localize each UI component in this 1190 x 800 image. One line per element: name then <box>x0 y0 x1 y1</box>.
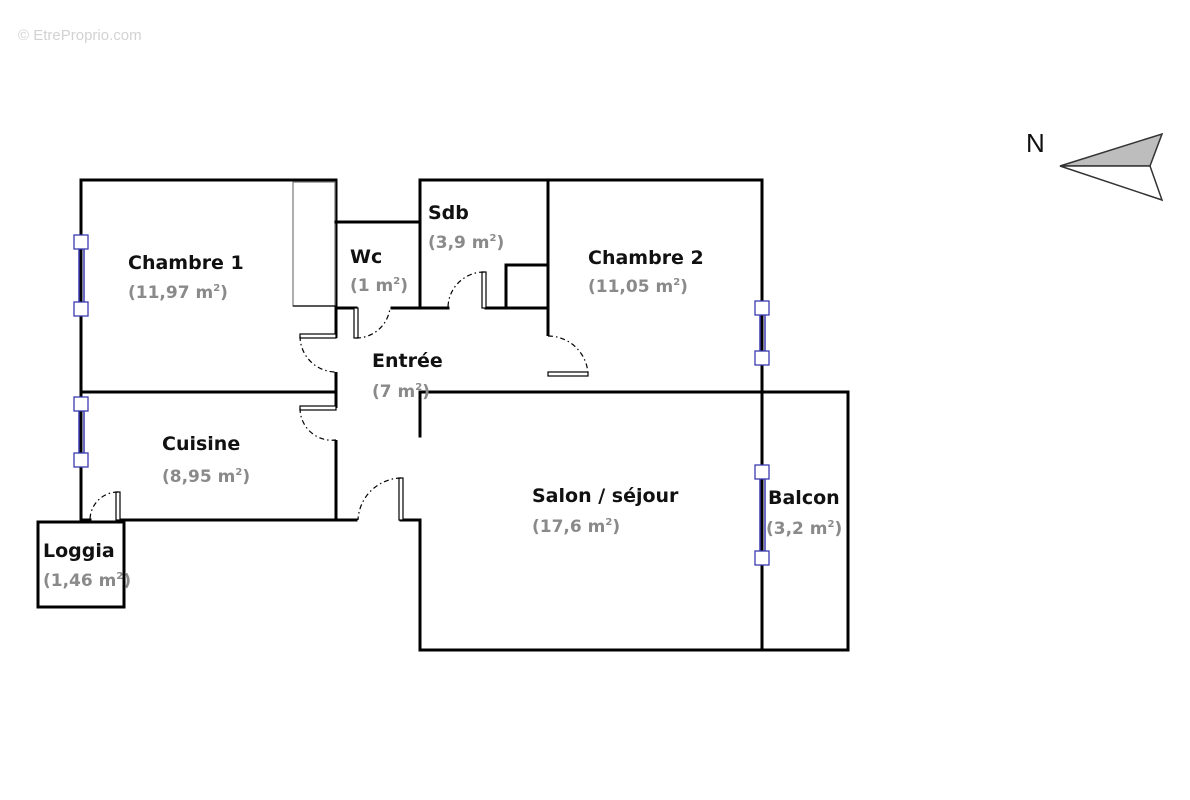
room-cuisine: Cuisine (8,95 m2) <box>162 433 250 487</box>
window-frame <box>754 350 770 366</box>
window-frame <box>73 396 89 412</box>
door-swing <box>299 407 337 441</box>
room-area: (7 m2) <box>372 382 430 402</box>
window-frame <box>73 301 89 317</box>
room-name: Chambre 2 <box>588 247 704 269</box>
door-swing <box>547 335 589 375</box>
north-label: N <box>1026 128 1045 158</box>
room-wc: Wc (1 m2) <box>350 246 408 296</box>
door-swing <box>355 307 391 339</box>
window-frame <box>73 452 89 468</box>
door-leaf <box>115 491 121 521</box>
room-name: Salon / séjour <box>532 485 679 507</box>
walls <box>36 178 850 652</box>
room-area: (11,97 m2) <box>128 283 228 303</box>
windows <box>73 234 770 566</box>
door-leaf <box>299 333 337 339</box>
room-salon: Salon / séjour (17,6 m2) <box>532 485 679 537</box>
room-name: Entrée <box>372 350 443 372</box>
room-name: Wc <box>350 246 382 268</box>
room-sdb: Sdb (3,9 m2) <box>428 202 504 253</box>
compass-arrow-filled-half <box>1059 132 1164 167</box>
compass-arrow-empty-half <box>1059 165 1164 202</box>
room-area: (1,46 m2) <box>43 571 131 591</box>
room-name: Loggia <box>43 540 115 562</box>
room-balcon: Balcon (3,2 m2) <box>766 487 842 539</box>
window-frame <box>754 300 770 316</box>
door-leaf <box>353 307 359 339</box>
door-swing <box>89 491 119 521</box>
room-name: Balcon <box>768 487 840 509</box>
door-leaf <box>299 405 337 411</box>
door-swing <box>357 477 402 521</box>
door-leaf <box>481 271 487 309</box>
room-loggia: Loggia (1,46 m2) <box>43 540 131 591</box>
window-frame <box>73 234 89 250</box>
room-area: (3,2 m2) <box>766 519 842 539</box>
room-name: Chambre 1 <box>128 252 244 274</box>
room-chambre-1: Chambre 1 (11,97 m2) <box>128 252 244 303</box>
room-entree: Entrée (7 m2) <box>372 350 443 402</box>
doors <box>89 271 589 521</box>
door-swing <box>299 335 337 373</box>
window-frame <box>754 550 770 566</box>
door-leaf <box>547 371 589 377</box>
room-area: (3,9 m2) <box>428 233 504 253</box>
door-swing <box>447 271 485 309</box>
room-name: Cuisine <box>162 433 240 455</box>
compass: N <box>1026 128 1164 202</box>
room-area: (11,05 m2) <box>588 277 688 297</box>
watermark: © EtreProprio.com <box>18 27 142 44</box>
door-leaf <box>398 477 404 521</box>
room-chambre-2: Chambre 2 (11,05 m2) <box>588 247 704 297</box>
room-name: Sdb <box>428 202 469 224</box>
window-frame <box>754 464 770 480</box>
room-area: (17,6 m2) <box>532 517 620 537</box>
room-area: (8,95 m2) <box>162 467 250 487</box>
room-area: (1 m2) <box>350 276 408 296</box>
